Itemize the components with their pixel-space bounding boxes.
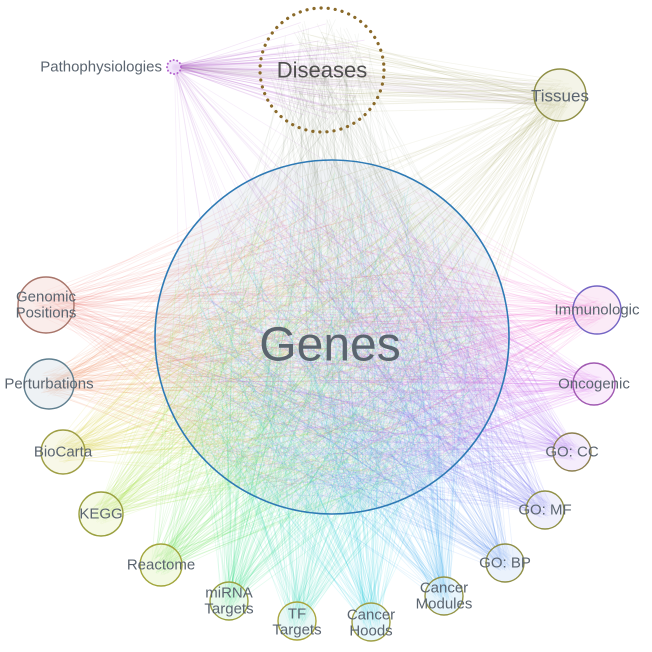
node-label-go_mf: GO: MF: [518, 502, 571, 519]
node-label-kegg: KEGG: [79, 506, 122, 523]
node-pathophysiologies[interactable]: [166, 59, 182, 75]
node-mirna_targets[interactable]: [209, 581, 249, 621]
edge-bundle-perturbations--genes: [37, 174, 485, 494]
node-go_mf[interactable]: [525, 490, 565, 530]
node-perturbations[interactable]: [23, 358, 75, 410]
edge-bundle-go_mf--genes: [167, 183, 554, 519]
node-tissues[interactable]: [533, 68, 587, 122]
node-label-pathophysiologies: Pathophysiologies: [40, 59, 162, 76]
node-label-diseases: Diseases: [277, 58, 367, 83]
node-label-cancer_hoods: Hoods: [349, 623, 392, 640]
edge-bundle-cancer_hoods--genes: [173, 174, 466, 632]
edge-bundle-kegg--genes: [90, 171, 493, 525]
edge-bundle-biocarta--genes: [52, 185, 479, 487]
node-label-immunologic: Immunologic: [554, 302, 640, 319]
node-tf_targets[interactable]: [277, 601, 317, 641]
edge-bundle-oncogenic--genes: [168, 179, 605, 499]
node-label-oncogenic: Oncogenic: [558, 376, 630, 393]
edge-bundle-go_cc--genes: [180, 170, 580, 498]
edge-bundle-cancer_modules--genes: [186, 179, 483, 605]
edge-bundle-go_bp--genes: [180, 179, 514, 572]
node-label-go_cc: GO: CC: [545, 444, 599, 461]
edge-bundle-pathophysiologies--tissues: [171, 64, 572, 108]
node-kegg[interactable]: [78, 491, 124, 537]
edge-bundle-tf_targets--genes: [178, 180, 497, 631]
node-label-perturbations: Perturbations: [4, 376, 93, 393]
node-oncogenic[interactable]: [572, 362, 616, 406]
node-label-cancer_hoods: Cancer: [347, 606, 395, 623]
node-label-tf_targets: TF: [288, 605, 306, 622]
node-label-mirna_targets: miRNA: [205, 584, 253, 601]
edge-bundle-pathophysiologies--genes: [171, 64, 450, 468]
node-reactome[interactable]: [139, 543, 183, 587]
node-label-biocarta: BioCarta: [34, 444, 93, 461]
edge-bundle-pathophysiologies--diseases: [171, 22, 373, 120]
node-underlay-genes: [155, 160, 509, 514]
node-cancer_hoods[interactable]: [351, 602, 391, 642]
node-label-genomic_positions: Genomic: [16, 288, 77, 305]
node-diseases[interactable]: [258, 6, 386, 134]
edge-bundle-diseases--tissues: [286, 31, 575, 113]
node-label-genes: Genes: [259, 319, 400, 372]
node-immunologic[interactable]: [572, 285, 622, 335]
node-label-cancer_modules: Cancer: [420, 579, 468, 596]
node-label-cancer_modules: Modules: [416, 596, 473, 613]
node-go_bp[interactable]: [485, 543, 525, 583]
node-genomic_positions[interactable]: [17, 276, 75, 334]
node-label-tf_targets: Targets: [272, 622, 321, 639]
node-label-reactome: Reactome: [127, 557, 195, 574]
edge-bundle-genomic_positions--genes: [32, 180, 485, 499]
edge-bundle-mirna_targets--genes: [189, 173, 493, 611]
node-label-genomic_positions: Positions: [16, 305, 77, 322]
node-label-go_bp: GO: BP: [479, 555, 531, 572]
node-genes[interactable]: [154, 159, 510, 515]
node-go_cc[interactable]: [552, 432, 592, 472]
node-label-mirna_targets: Targets: [204, 601, 253, 618]
node-biocarta[interactable]: [40, 429, 86, 475]
edge-bundle-tissues--genes: [165, 81, 574, 503]
node-cancer_modules[interactable]: [424, 576, 464, 616]
node-label-tissues: Tissues: [531, 87, 589, 106]
edge-bundle-reactome--genes: [150, 189, 485, 576]
edge-bundle-diseases--genes: [167, 19, 494, 503]
